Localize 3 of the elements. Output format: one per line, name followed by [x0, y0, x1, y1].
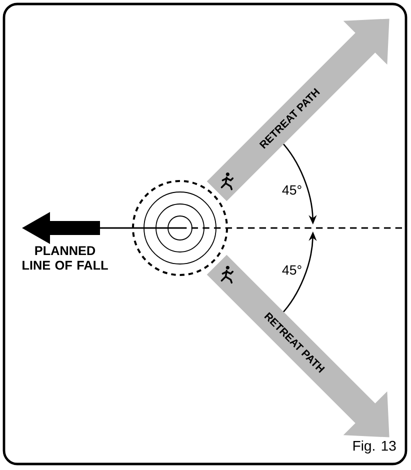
- caption: Fig. 13: [353, 440, 396, 454]
- angle-label: 45°: [282, 265, 302, 275]
- fall-label: PLANNED LINE OF FALL: [22, 246, 108, 270]
